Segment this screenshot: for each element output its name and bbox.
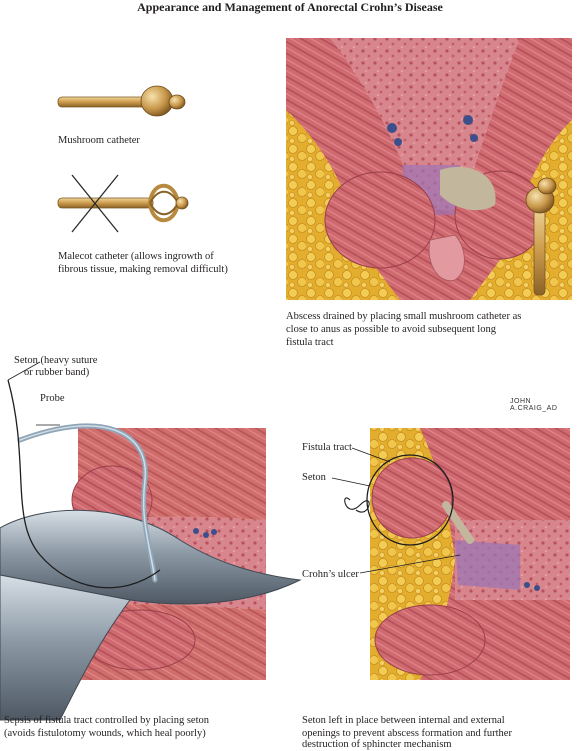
probe-label: Probe (40, 393, 65, 404)
abscess-drainage-illustration (286, 38, 572, 300)
sepsis-caption-line1: Sepsis of fistula tract controlled by pl… (4, 715, 209, 726)
seton-heavy-label-line2: or rubber band) (24, 367, 90, 378)
seton-label: Seton (302, 472, 326, 483)
abscess-caption-line3: fistula tract (286, 337, 334, 348)
abscess-caption-line2: close to anus as possible to avoid subse… (286, 324, 496, 335)
ulcer-leader-line (359, 554, 461, 574)
mushroom-catheter-drawing (57, 85, 186, 117)
seton-leader-line (7, 361, 41, 381)
mushroom-catheter-caption: Mushroom catheter (58, 135, 140, 146)
seton-placement-illustration (0, 361, 302, 721)
crohns-ulcer-label: Crohn’s ulcer (302, 569, 359, 580)
artist-signature: JOHN A.CRAIG_AD (510, 398, 558, 412)
seton-caption-line3: destruction of sphincter mechanism (302, 739, 452, 750)
seton-heavy-label-line1: Seton (heavy suture (14, 355, 98, 366)
fistula-tract-label: Fistula tract (302, 442, 352, 453)
sepsis-caption-line2: (avoids fistulotomy wounds, which heal p… (4, 728, 206, 739)
seton-caption-line1: Seton left in place between internal and… (302, 715, 505, 726)
malecot-catheter-drawing (57, 174, 189, 233)
malecot-caption-line2: fibrous tissue, making removal difficult… (58, 264, 228, 275)
fistula-leader-line (351, 447, 391, 463)
malecot-caption-line1: Malecot catheter (allows ingrowth of (58, 251, 214, 262)
seton-label-leader-line (331, 477, 371, 487)
seton-caption-line2: openings to prevent abscess formation an… (302, 728, 512, 739)
abscess-caption-line1: Abscess drained by placing small mushroo… (286, 311, 522, 322)
seton-in-place-illustration (331, 428, 570, 680)
figure-title: Appearance and Management of Anorectal C… (137, 0, 443, 14)
